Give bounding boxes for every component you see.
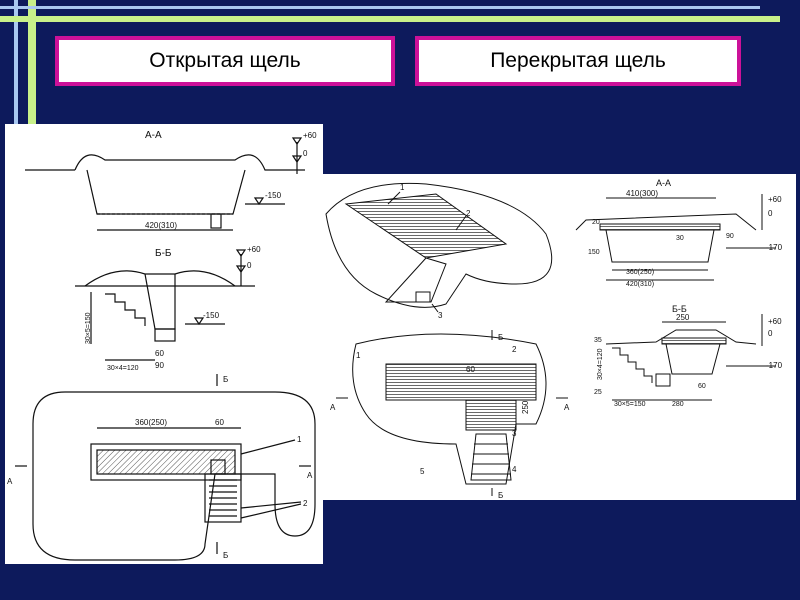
covered-bb-steps-vertical: 30×4=120 [597, 348, 604, 380]
covered-iso-callout-1: 1 [400, 183, 405, 192]
covered-aa-dim-top: 410(300) [626, 189, 658, 198]
open-plan-dim-length: 360(250) [135, 418, 167, 427]
open-plan-label-b-top: Б [223, 375, 228, 384]
open-plan-callout-1: 1 [297, 435, 302, 444]
covered-plan-callout-4: 4 [512, 465, 517, 474]
open-plan-label-a-left: А [7, 477, 13, 486]
covered-aa-dim-150: 150 [588, 249, 600, 256]
covered-plan-dim-60: 60 [466, 365, 475, 374]
covered-plan-dim-250: 250 [521, 400, 530, 414]
covered-aa-dim-30: 30 [676, 235, 684, 242]
covered-bb-elev-bottom: -170 [766, 361, 783, 370]
covered-iso-callout-2: 2 [466, 209, 471, 218]
covered-bb-dim-25: 25 [594, 389, 602, 396]
open-trench-drawing: А-А +60 0 -150 420(310) Б-Б 30×5=150 30×… [7, 130, 317, 561]
covered-iso-callout-3: 3 [438, 311, 443, 320]
open-bb-steps-vertical: 30×5=150 [85, 312, 92, 344]
stripe-horizontal-blue [0, 6, 760, 9]
open-aa-width: 420(310) [145, 221, 177, 230]
open-plan-callout-2: 2 [303, 499, 308, 508]
open-plan-label-a-right: А [307, 471, 313, 480]
covered-bb-dim-35: 35 [594, 337, 602, 344]
covered-plan-callout-3: 3 [512, 429, 517, 438]
open-aa-title: А-А [145, 130, 162, 141]
open-aa-elev-zero: 0 [303, 149, 308, 158]
covered-plan-label-a-left: А [330, 403, 336, 412]
open-bb-elev-top: +60 [247, 245, 261, 254]
title-open-trench-text: Открытая щель [149, 49, 301, 72]
covered-bb-elev-zero: 0 [768, 329, 773, 338]
covered-aa-title: А-А [656, 178, 671, 188]
covered-plan-callout-2: 2 [512, 345, 517, 354]
open-bb-title: Б-Б [155, 248, 172, 259]
covered-bb-dim-250: 250 [676, 313, 690, 322]
open-plan-dim-60: 60 [215, 418, 224, 427]
open-aa-elev-bottom: -150 [265, 191, 282, 200]
stripe-horizontal-green [0, 16, 780, 22]
covered-trench-drawing: 1 2 3 А-А 410(300) 20 30 90 150 360(250)… [325, 178, 783, 500]
title-covered-trench: Перекрытая щель [415, 36, 741, 86]
title-covered-trench-text: Перекрытая щель [490, 49, 666, 72]
open-bb-dim-60: 60 [155, 349, 164, 358]
covered-aa-dim-left-top: 20 [592, 219, 600, 226]
covered-bb-dim-280: 280 [672, 401, 684, 408]
covered-aa-elev-top: +60 [768, 195, 782, 204]
covered-bb-title: Б-Б [672, 304, 687, 314]
open-trench-panel: А-А +60 0 -150 420(310) Б-Б 30×5=150 30×… [5, 124, 323, 564]
covered-aa-elev-zero: 0 [768, 209, 773, 218]
covered-bb-dim-60: 60 [698, 383, 706, 390]
covered-trench-panel: 1 2 3 А-А 410(300) 20 30 90 150 360(250)… [316, 174, 796, 500]
open-bb-elev-bottom: -150 [203, 311, 220, 320]
covered-aa-dim-360: 360(250) [626, 269, 654, 276]
covered-plan-callout-1: 1 [356, 351, 361, 360]
open-plan-label-b-bottom: Б [223, 551, 228, 560]
covered-bb-elev-top: +60 [768, 317, 782, 326]
title-open-trench: Открытая щель [55, 36, 395, 86]
covered-bb-steps-horizontal: 30×5=150 [614, 401, 646, 408]
covered-aa-dim-90: 90 [726, 233, 734, 240]
covered-aa-elev-bottom: -170 [766, 243, 783, 252]
covered-plan-label-b-bottom: Б [498, 491, 503, 500]
covered-plan-callout-5: 5 [420, 467, 425, 476]
open-bb-steps-horizontal: 30×4=120 [107, 365, 139, 372]
open-bb-elev-zero: 0 [247, 261, 252, 270]
covered-plan-label-b-top: Б [498, 333, 503, 342]
covered-aa-dim-420: 420(310) [626, 281, 654, 288]
covered-plan-label-a-right: А [564, 403, 570, 412]
open-aa-elev-top: +60 [303, 131, 317, 140]
open-bb-dim-90: 90 [155, 361, 164, 370]
